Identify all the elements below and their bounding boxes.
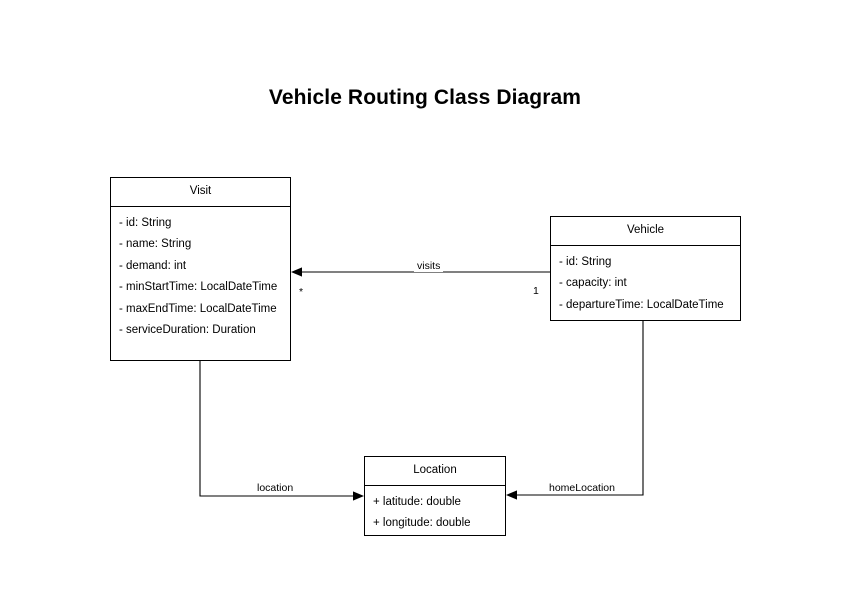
connector-homelocation	[506, 321, 644, 500]
multiplicity-vehicle-side: 1	[533, 285, 539, 297]
attribute-row: - serviceDuration: Duration	[119, 324, 256, 336]
class-box-vehicle[interactable]: Vehicle - id: String - capacity: int - d…	[550, 216, 741, 321]
attribute-row: + latitude: double	[373, 495, 461, 508]
class-name-visit: Visit	[111, 178, 290, 207]
attribute-row: - capacity: int	[559, 277, 627, 289]
class-attributes-vehicle: - id: String - capacity: int - departure…	[551, 246, 740, 323]
multiplicity-visit-side: *	[299, 286, 304, 298]
attribute-row: - minStartTime: LocalDateTime	[119, 281, 278, 293]
edge-label-visits: visits	[414, 261, 444, 272]
attribute-row: - id: String	[119, 216, 172, 229]
class-attributes-location: + latitude: double + longitude: double	[365, 486, 505, 541]
class-box-visit[interactable]: Visit - id: String - name: String - dema…	[110, 177, 291, 361]
attribute-row: - departureTime: LocalDateTime	[559, 298, 724, 311]
edge-label-homelocation: homeLocation	[546, 483, 618, 494]
connector-visits	[291, 267, 550, 277]
page-title: Vehicle Routing Class Diagram	[268, 86, 582, 109]
attribute-row: + longitude: double	[373, 517, 471, 529]
class-box-location[interactable]: Location + latitude: double + longitude:…	[364, 456, 506, 536]
class-name-location: Location	[365, 457, 505, 486]
class-name-vehicle: Vehicle	[551, 217, 740, 246]
attribute-row: - id: String	[559, 255, 612, 268]
edge-label-location: location	[254, 483, 297, 494]
connector-location	[199, 361, 364, 501]
attribute-row: - name: String	[119, 238, 192, 250]
class-attributes-visit: - id: String - name: String - demand: in…	[111, 207, 290, 348]
attribute-row: - maxEndTime: LocalDateTime	[119, 302, 277, 315]
attribute-row: - demand: int	[119, 259, 187, 272]
